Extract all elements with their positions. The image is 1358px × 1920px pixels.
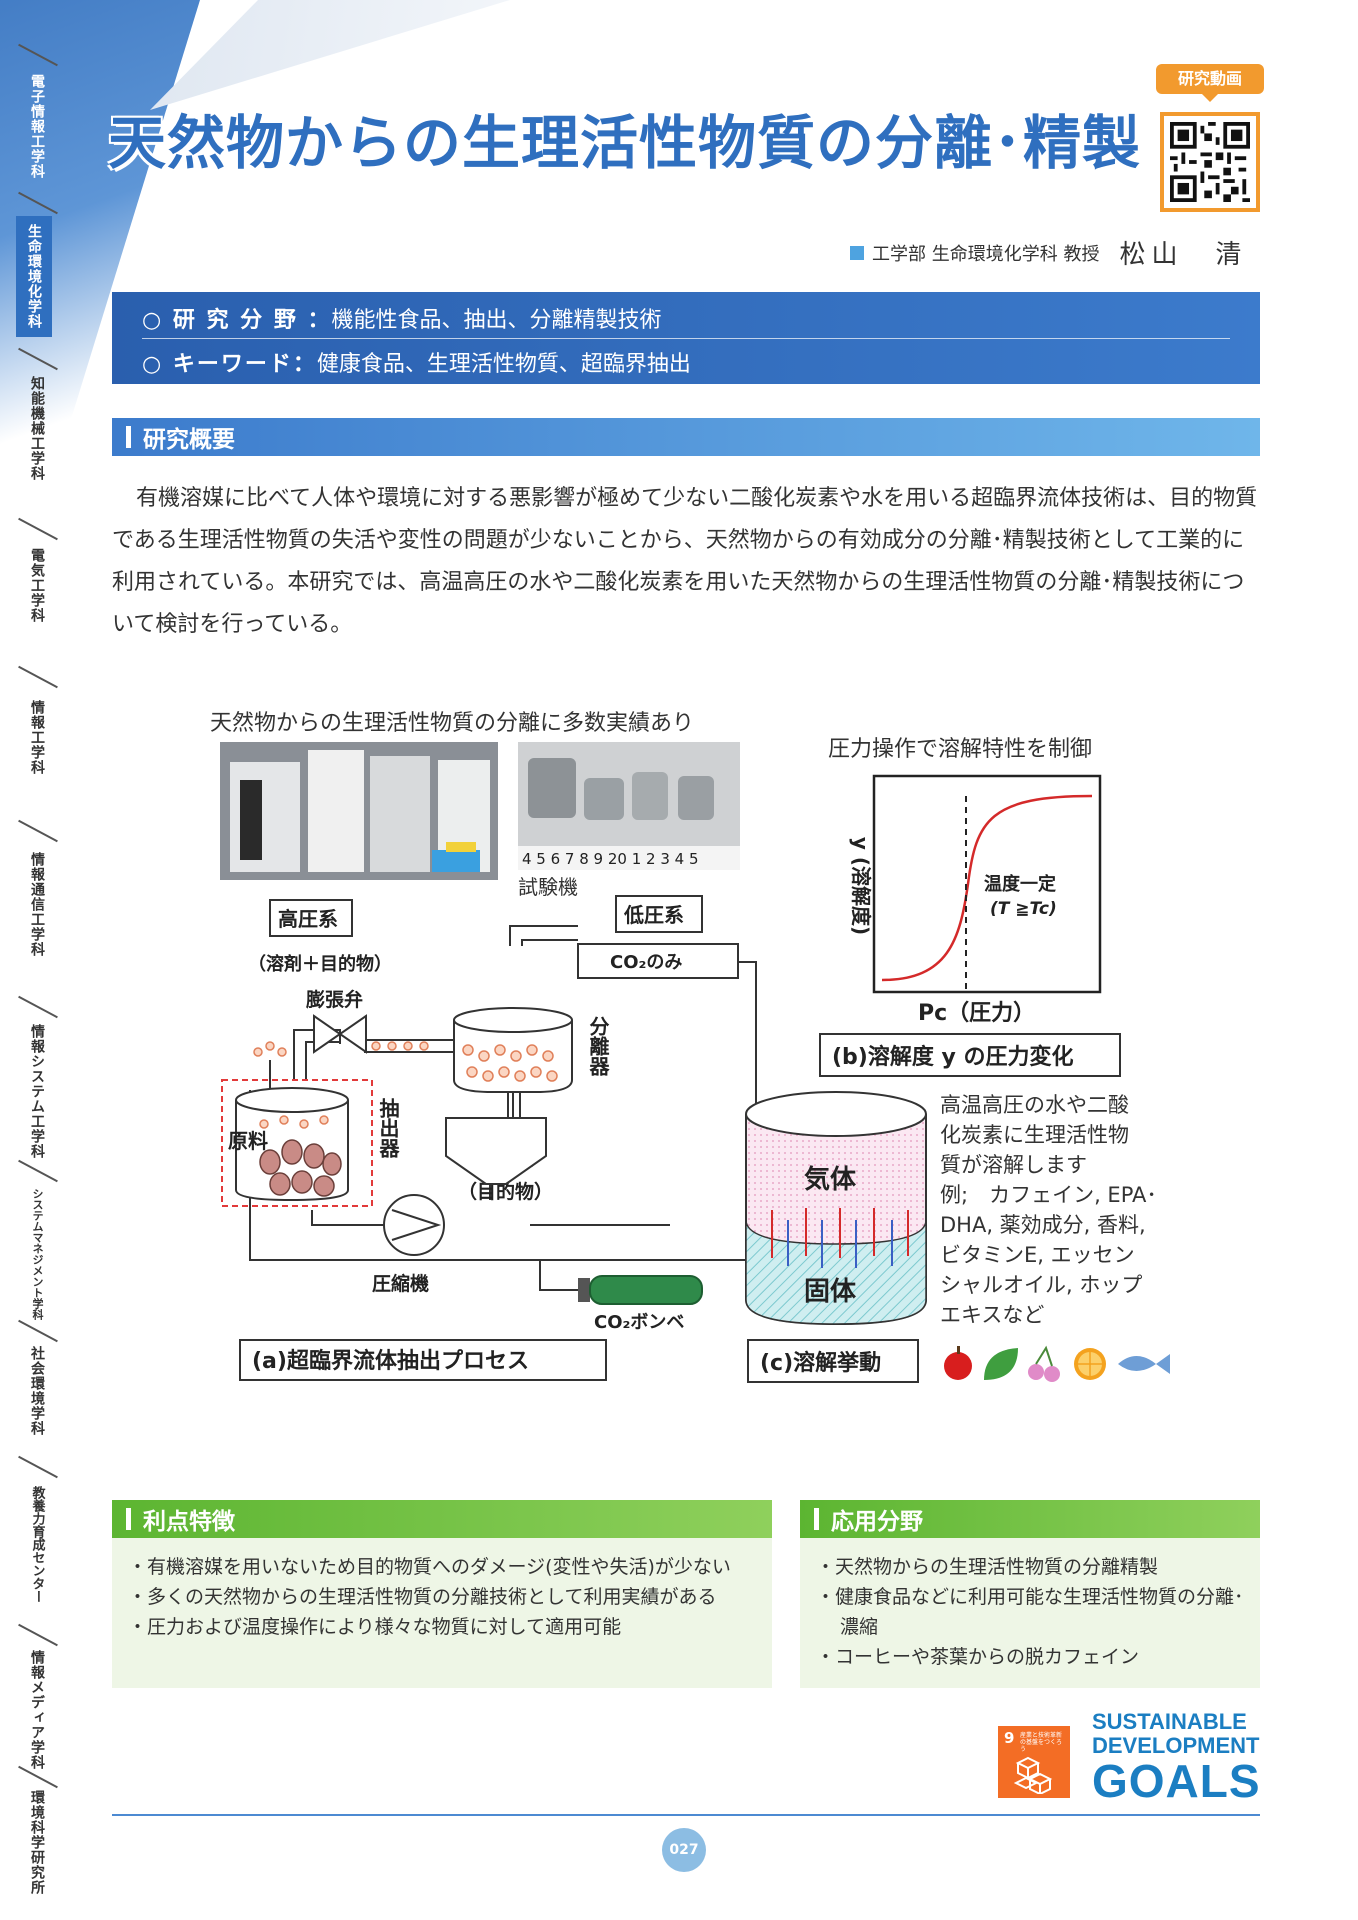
sidebar-item-intelligent-mechanics[interactable]: 知能機械工学科 xyxy=(29,376,45,481)
orange-icon xyxy=(1074,1348,1106,1380)
sidebar-item-system-management[interactable]: システムマネジメント学科 xyxy=(31,1188,44,1320)
sidebar-item-electronics[interactable]: 電子情報工学科 xyxy=(29,74,45,179)
high-pressure-label: 高圧系 xyxy=(278,907,338,931)
svg-text:例; カフェイン, EPA･: 例; カフェイン, EPA･ xyxy=(940,1183,1157,1207)
process-figure: 天然物からの生理活性物質の分離に多数実績あり 4 5 6 7 8 9 20 1 … xyxy=(210,711,1170,1383)
svg-text:4 5 6 7 8 9 20 1 2 3 4 5: 4 5 6 7 8 9 20 1 2 3 4 5 xyxy=(522,850,699,868)
list-item: 健康食品などに利用可能な生理活性物質の分離･濃縮 xyxy=(828,1582,1260,1642)
author-line: 工学部 生命環境化学科 教授 松山 清 xyxy=(850,234,1247,271)
compressor-label: 圧縮機 xyxy=(372,1272,429,1295)
list-item: 多くの天然物からの生理活性物質の分離技術として利用実績がある xyxy=(140,1582,772,1612)
extractor-label: 抽出器 xyxy=(376,1097,400,1159)
advantages-list: 有機溶媒を用いないため目的物質へのダメージ(変性や失活)が少ない 多くの天然物か… xyxy=(112,1538,772,1688)
co2-cylinder-label: CO₂ボンベ xyxy=(594,1312,684,1333)
overview-heading: 研究概要 xyxy=(112,418,1260,456)
caption-a: (a)超臨界流体抽出プロセス xyxy=(252,1348,529,1374)
page-number: 027 xyxy=(662,1828,706,1872)
dissolution-cylinder: 気体 固体 xyxy=(745,1091,927,1326)
svg-text:エキスなど: エキスなど xyxy=(940,1303,1044,1327)
research-field-box: ○ 研 究 分 野 ： 機能性食品、抽出、分離精製技術 ○ キーワード： 健康食… xyxy=(112,292,1260,384)
solid-label: 固体 xyxy=(804,1277,857,1307)
solubility-curve xyxy=(881,794,1093,982)
overview-text: 有機溶媒に比べて人体や環境に対する悪影響が極めて少ない二酸化炭素や水を用いる超臨… xyxy=(112,486,1258,637)
sidebar-item-electrical[interactable]: 電気工学科 xyxy=(29,548,45,623)
list-item: 圧力および温度操作により様々な物質に対して適用可能 xyxy=(140,1612,772,1642)
list-item: 天然物からの生理活性物質の分離精製 xyxy=(828,1552,1260,1582)
sdg-goal-9-badge: 9 産業と技術革新の基盤をつくろう xyxy=(998,1726,1070,1798)
fish-icon xyxy=(1118,1354,1170,1374)
solvent-label: （溶剤＋目的物） xyxy=(248,953,392,975)
y-axis-label: y (溶解度) xyxy=(849,837,873,935)
leaf-icon xyxy=(984,1348,1018,1380)
sidebar-item-liberal-arts[interactable]: 教養力育成センター xyxy=(29,1486,45,1603)
qr-label: 研究動画 xyxy=(1156,64,1264,102)
page-title: 天然物からの生理活性物質の分離･精製 xyxy=(108,109,1142,177)
temp-constant-label: 温度一定 xyxy=(984,873,1056,895)
sidebar-item-info-systems[interactable]: 情報システム工学科 xyxy=(29,1024,45,1159)
sidebar-item-life-environment[interactable]: 生命環境化学科 xyxy=(16,216,52,337)
svg-text:ビタミンE, エッセン: ビタミンE, エッセン xyxy=(940,1243,1135,1267)
author-department: 工学部 生命環境化学科 教授 xyxy=(872,243,1100,265)
figure-top-caption: 天然物からの生理活性物質の分離に多数実績あり xyxy=(210,711,694,736)
list-item: 有機溶媒を用いないため目的物質へのダメージ(変性や失活)が少ない xyxy=(140,1552,772,1582)
applications-list: 天然物からの生理活性物質の分離精製 健康食品などに利用可能な生理活性物質の分離･… xyxy=(800,1538,1260,1688)
svg-text:DHA, 薬効成分, 香料,: DHA, 薬効成分, 香料, xyxy=(940,1213,1146,1237)
temp-condition-label: (T ≧Tc) xyxy=(990,899,1057,919)
list-item: コーヒーや茶葉からの脱カフェイン xyxy=(828,1642,1260,1672)
sidebar-item-social-environment[interactable]: 社会環境学科 xyxy=(29,1346,45,1436)
sdg-logo: SUSTAINABLE DEVELOPMENT GOALS xyxy=(1092,1709,1261,1807)
sidebar-item-information[interactable]: 情報工学科 xyxy=(29,700,45,775)
target-label: （目的物） xyxy=(458,1180,553,1203)
qr-code-icon xyxy=(1170,122,1250,202)
test-vessel-photo: 4 5 6 7 8 9 20 1 2 3 4 5 xyxy=(518,742,740,870)
apple-icon xyxy=(944,1346,972,1380)
advantages-heading: 利点特徴 xyxy=(112,1500,772,1538)
low-pressure-label: 低圧系 xyxy=(623,903,684,927)
keyword-row: ○ キーワード： 健康食品、生理活性物質、超臨界抽出 xyxy=(142,352,691,377)
cherry-icon xyxy=(1028,1345,1060,1382)
author-name: 松山 清 xyxy=(1119,240,1248,270)
sidebar-item-environmental-science[interactable]: 環境科学研究所 xyxy=(29,1790,45,1895)
equipment-photo xyxy=(220,742,498,880)
valve-label: 膨張弁 xyxy=(305,988,363,1011)
co2-only-label: CO₂のみ xyxy=(610,952,682,973)
separator-label: 分離器 xyxy=(586,1016,610,1077)
applications-heading: 応用分野 xyxy=(800,1500,1260,1538)
square-bullet-icon xyxy=(850,245,864,260)
raw-material-label: 原料 xyxy=(228,1129,268,1153)
svg-text:高温高圧の水や二酸: 高温高圧の水や二酸 xyxy=(940,1093,1129,1117)
svg-text:質が溶解します: 質が溶解します xyxy=(940,1153,1087,1177)
department-sidebar: 電子情報工学科 生命環境化学科 知能機械工学科 電気工学科 情報工学科 情報通信… xyxy=(0,40,62,1900)
research-field-row: ○ 研 究 分 野 ： 機能性食品、抽出、分離精製技術 xyxy=(142,308,662,333)
corner-decoration-light xyxy=(150,0,510,110)
bottom-rule xyxy=(112,1814,1260,1816)
caption-c: (c)溶解挙動 xyxy=(760,1350,881,1376)
svg-text:シャルオイル, ホップ: シャルオイル, ホップ xyxy=(940,1273,1142,1297)
svg-text:化炭素に生理活性物: 化炭素に生理活性物 xyxy=(940,1123,1129,1147)
qr-code[interactable] xyxy=(1160,112,1260,212)
test-machine-label: 試験機 xyxy=(518,875,578,899)
pressure-caption: 圧力操作で溶解特性を制御 xyxy=(828,737,1092,762)
dissolution-description: 高温高圧の水や二酸 化炭素に生理活性物 質が溶解します 例; カフェイン, EP… xyxy=(940,1093,1157,1327)
gas-label: 気体 xyxy=(804,1164,857,1195)
sidebar-item-info-communication[interactable]: 情報通信工学科 xyxy=(29,852,45,957)
cubes-icon xyxy=(1014,1756,1053,1794)
caption-b: (b)溶解度 y の圧力変化 xyxy=(832,1044,1074,1070)
sidebar-item-info-media[interactable]: 情報メディア学科 xyxy=(29,1650,45,1770)
solubility-graph xyxy=(872,774,1102,994)
x-axis-label: Pc（圧力） xyxy=(918,1001,1035,1026)
